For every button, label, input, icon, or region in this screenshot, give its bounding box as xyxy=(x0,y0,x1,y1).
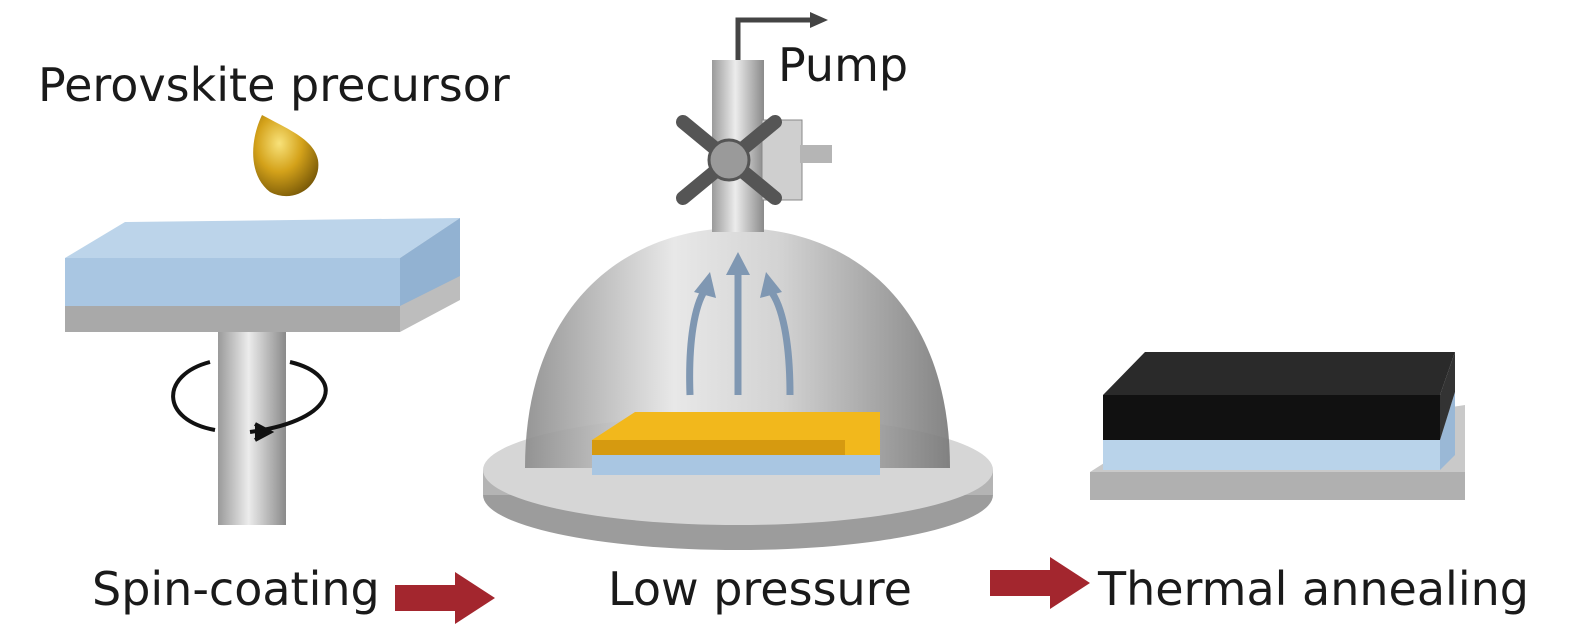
perovskite-precursor-label: Perovskite precursor xyxy=(38,58,510,112)
process-arrow-1 xyxy=(395,572,495,624)
coated-substrate xyxy=(592,455,880,475)
thermal-annealing-label: Thermal annealing xyxy=(1098,562,1529,616)
spin-shaft xyxy=(218,325,286,525)
spin-coater xyxy=(65,115,460,525)
pump-outlet-arrow xyxy=(735,17,815,60)
substrate-top xyxy=(65,218,460,258)
annealed-film-stack xyxy=(1090,352,1465,500)
process-arrow-2 xyxy=(990,557,1090,609)
vacuum-chamber xyxy=(483,12,993,550)
pump-label: Pump xyxy=(778,38,909,92)
precursor-droplet xyxy=(253,115,319,197)
gas-flow-arrows xyxy=(686,252,794,396)
rotation-arrow-icon xyxy=(171,360,328,442)
spin-coating-label: Spin-coating xyxy=(92,562,380,616)
low-pressure-label: Low pressure xyxy=(608,562,912,616)
